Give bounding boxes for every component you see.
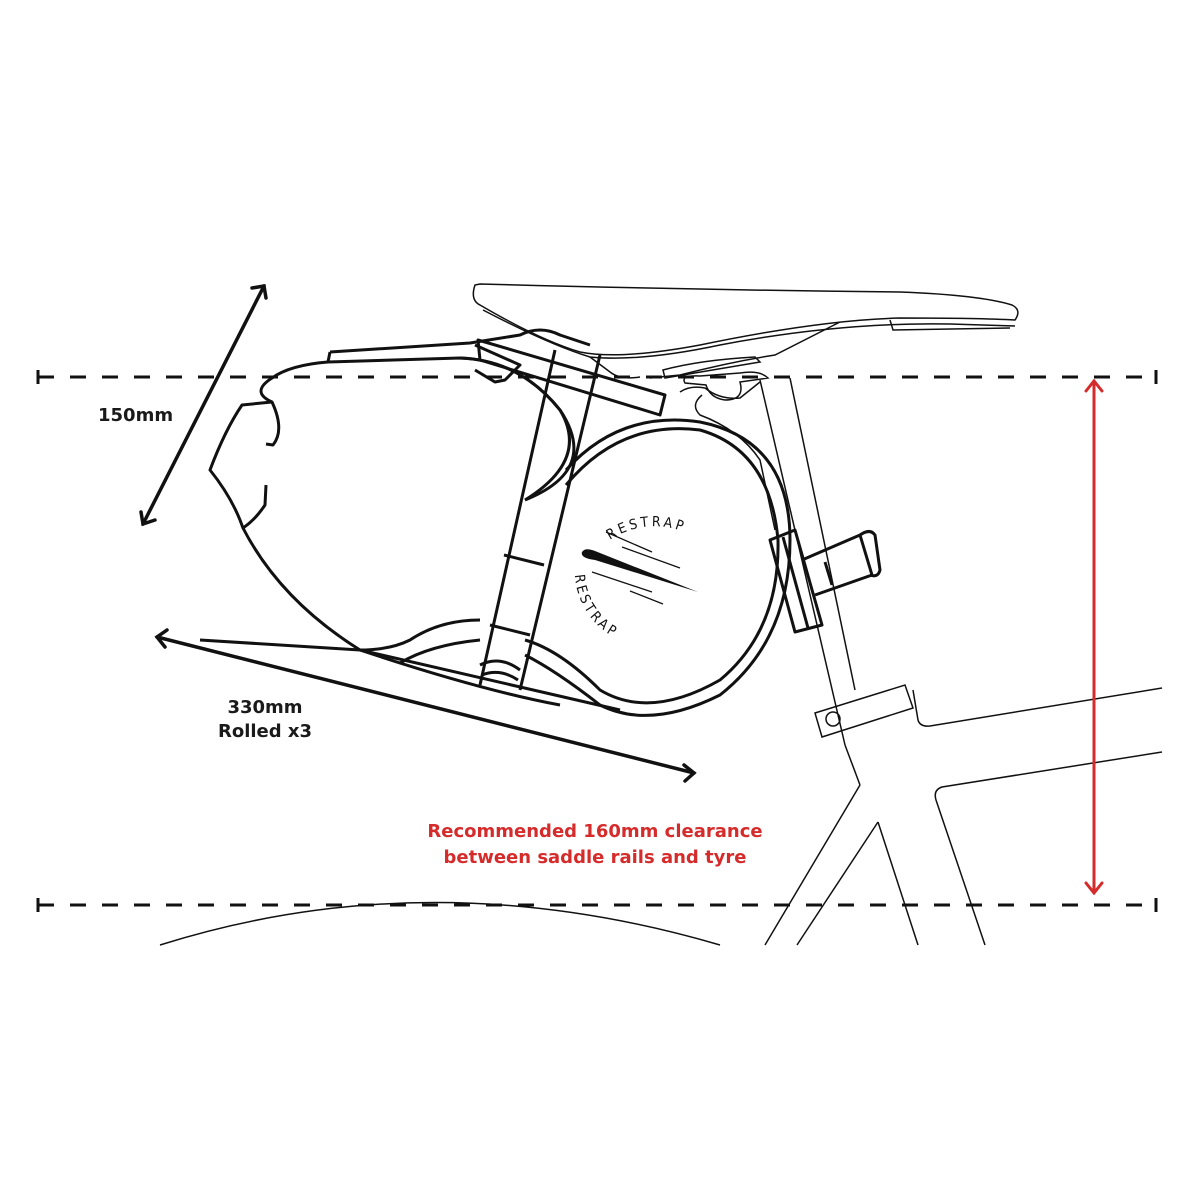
tyre-outline [159, 901, 721, 946]
height-dimension-arrow [139, 283, 268, 527]
length-value: 330mm [227, 697, 303, 718]
restrap-logo: RESTRAP RESTRAP [571, 514, 698, 641]
saddle-bag [199, 328, 882, 717]
clearance-note: Recommended 160mm clearance between sadd… [395, 819, 795, 871]
saddle-rail-reference-line [36, 370, 1158, 384]
length-dimension-label: 330mm Rolled x3 [205, 696, 325, 744]
height-dimension-label: 150mm [98, 405, 174, 426]
svg-text:RESTRAP: RESTRAP [571, 573, 622, 641]
saddle [472, 283, 1019, 531]
bike-frame [759, 377, 1163, 946]
clearance-line-1: Recommended 160mm clearance [427, 821, 763, 842]
svg-text:RESTRAP: RESTRAP [604, 514, 688, 543]
tyre-reference-line [36, 898, 1158, 912]
needle-icon [581, 549, 698, 592]
clearance-line-2: between saddle rails and tyre [443, 847, 747, 868]
clearance-dimension-arrow [1084, 378, 1104, 896]
length-note: Rolled x3 [217, 721, 313, 742]
length-dimension-arrow [154, 628, 697, 783]
